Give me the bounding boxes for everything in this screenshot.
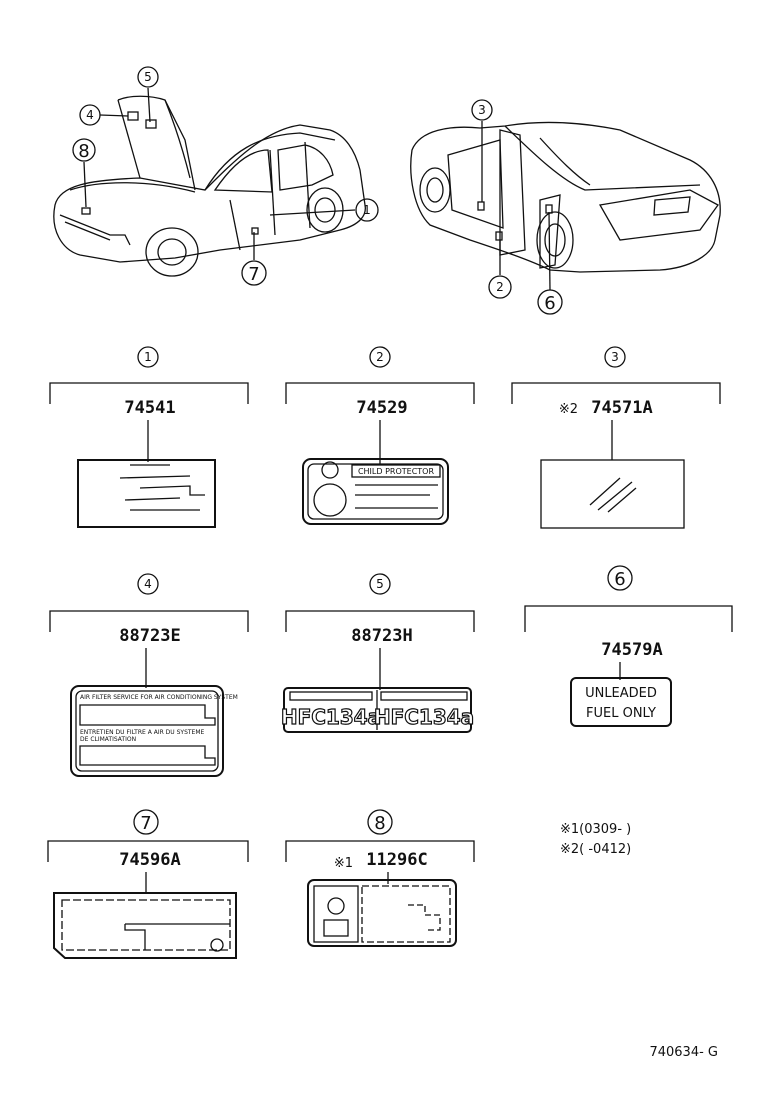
hfc-text-right: HFC134a bbox=[374, 705, 474, 729]
part-8-bracket bbox=[285, 840, 475, 862]
note-1: ※1(0309- ) bbox=[560, 822, 631, 837]
car-front-illustration bbox=[53, 95, 366, 277]
svg-text:8: 8 bbox=[78, 141, 89, 162]
part-4-bracket bbox=[49, 610, 249, 632]
part-5-bracket bbox=[285, 610, 475, 632]
part-3-bracket bbox=[511, 382, 721, 404]
part-6-bracket bbox=[524, 605, 733, 632]
callout-3[interactable]: 3 bbox=[471, 99, 493, 121]
callout-4[interactable]: 4 bbox=[79, 104, 101, 126]
part-2-group: 2 74529 CHILD PROTECTOR bbox=[285, 346, 475, 525]
part-3-ref: 3 bbox=[611, 350, 619, 364]
part-8-prefix: ※1 bbox=[334, 856, 353, 871]
fuel-only-text: FUEL ONLY bbox=[586, 706, 656, 721]
part-6-ref: 6 bbox=[614, 569, 625, 590]
cap-icon bbox=[327, 897, 345, 915]
note-2: ※2( -0412) bbox=[560, 842, 631, 857]
part-3-number[interactable]: 74571A bbox=[591, 398, 652, 418]
car-rear-illustration bbox=[410, 121, 721, 273]
part-8-number[interactable]: 11296C bbox=[366, 850, 427, 870]
part-7-label-image bbox=[53, 892, 237, 959]
ac-french-text-2: DE CLIMATISATION bbox=[80, 736, 136, 743]
part-7-ref: 7 bbox=[140, 813, 151, 834]
part-7-bracket bbox=[47, 840, 249, 862]
part-1-group: 1 74541 bbox=[49, 346, 249, 528]
part-5-group: 5 88723H HFC134a HFC134a bbox=[280, 573, 475, 733]
child-lock-icon bbox=[321, 461, 339, 479]
svg-text:2: 2 bbox=[496, 280, 504, 294]
svg-text:6: 6 bbox=[544, 293, 555, 314]
part-2-ref: 2 bbox=[376, 350, 384, 364]
diagram-code: 740634- G bbox=[649, 1045, 718, 1060]
ac-english-text: AIR FILTER SERVICE FOR AIR CONDITIONING … bbox=[80, 694, 238, 701]
part-7-group: 7 74596A bbox=[47, 809, 249, 959]
callout-5[interactable]: 5 bbox=[137, 66, 159, 88]
svg-text:5: 5 bbox=[144, 70, 152, 84]
part-5-number[interactable]: 88723H bbox=[351, 626, 412, 646]
part-1-label-image bbox=[77, 459, 216, 528]
part-8-group: 8 ※1 11296C bbox=[285, 809, 475, 947]
unleaded-text: UNLEADED bbox=[585, 686, 657, 701]
part-2-bracket bbox=[285, 382, 475, 404]
part-5-ref: 5 bbox=[376, 577, 384, 591]
part-6-number[interactable]: 74579A bbox=[601, 640, 662, 660]
part-6-group: 6 74579A UNLEADED FUEL ONLY bbox=[524, 565, 733, 727]
part-4-group: 4 88723E AIR FILTER SERVICE FOR AIR COND… bbox=[49, 573, 249, 777]
callout-7[interactable]: 7 bbox=[241, 260, 267, 286]
part-2-label-image bbox=[302, 458, 449, 525]
part-3-group: 3 ※2 74571A bbox=[511, 346, 721, 529]
svg-text:3: 3 bbox=[478, 103, 486, 117]
svg-text:4: 4 bbox=[86, 108, 94, 122]
callout-1[interactable]: 1 bbox=[355, 198, 379, 222]
part-1-number[interactable]: 74541 bbox=[124, 398, 175, 418]
part-3-label-image bbox=[540, 459, 685, 529]
part-7-number[interactable]: 74596A bbox=[119, 850, 180, 870]
part-5-label-image bbox=[283, 687, 472, 733]
part-4-ref: 4 bbox=[144, 577, 152, 591]
engine-coolant-panel bbox=[313, 885, 359, 943]
svg-text:1: 1 bbox=[363, 203, 371, 217]
child-protector-text: CHILD PROTECTOR bbox=[358, 467, 435, 476]
knob-icon bbox=[313, 483, 347, 517]
part-1-bracket bbox=[49, 382, 249, 404]
part-3-prefix: ※2 bbox=[559, 402, 578, 417]
part-8-ref: 8 bbox=[374, 813, 385, 834]
part-6-label-image bbox=[570, 677, 672, 727]
part-4-number[interactable]: 88723E bbox=[119, 626, 180, 646]
part-1-ref: 1 bbox=[144, 350, 152, 364]
hfc-text-left: HFC134a bbox=[281, 705, 381, 729]
callout-2[interactable]: 2 bbox=[488, 275, 512, 299]
part-2-number[interactable]: 74529 bbox=[356, 398, 407, 418]
callout-leaders-rear bbox=[481, 121, 551, 291]
ac-french-text-1: ENTRETIEN DU FILTRE A AIR DU SYSTEME bbox=[80, 729, 205, 736]
callout-8[interactable]: 8 bbox=[72, 138, 96, 162]
callout-6[interactable]: 6 bbox=[537, 289, 563, 315]
svg-text:7: 7 bbox=[248, 264, 259, 285]
part-4-label-image bbox=[70, 685, 224, 777]
callout-leaders-front bbox=[83, 87, 356, 260]
part-8-label-image bbox=[307, 879, 457, 947]
